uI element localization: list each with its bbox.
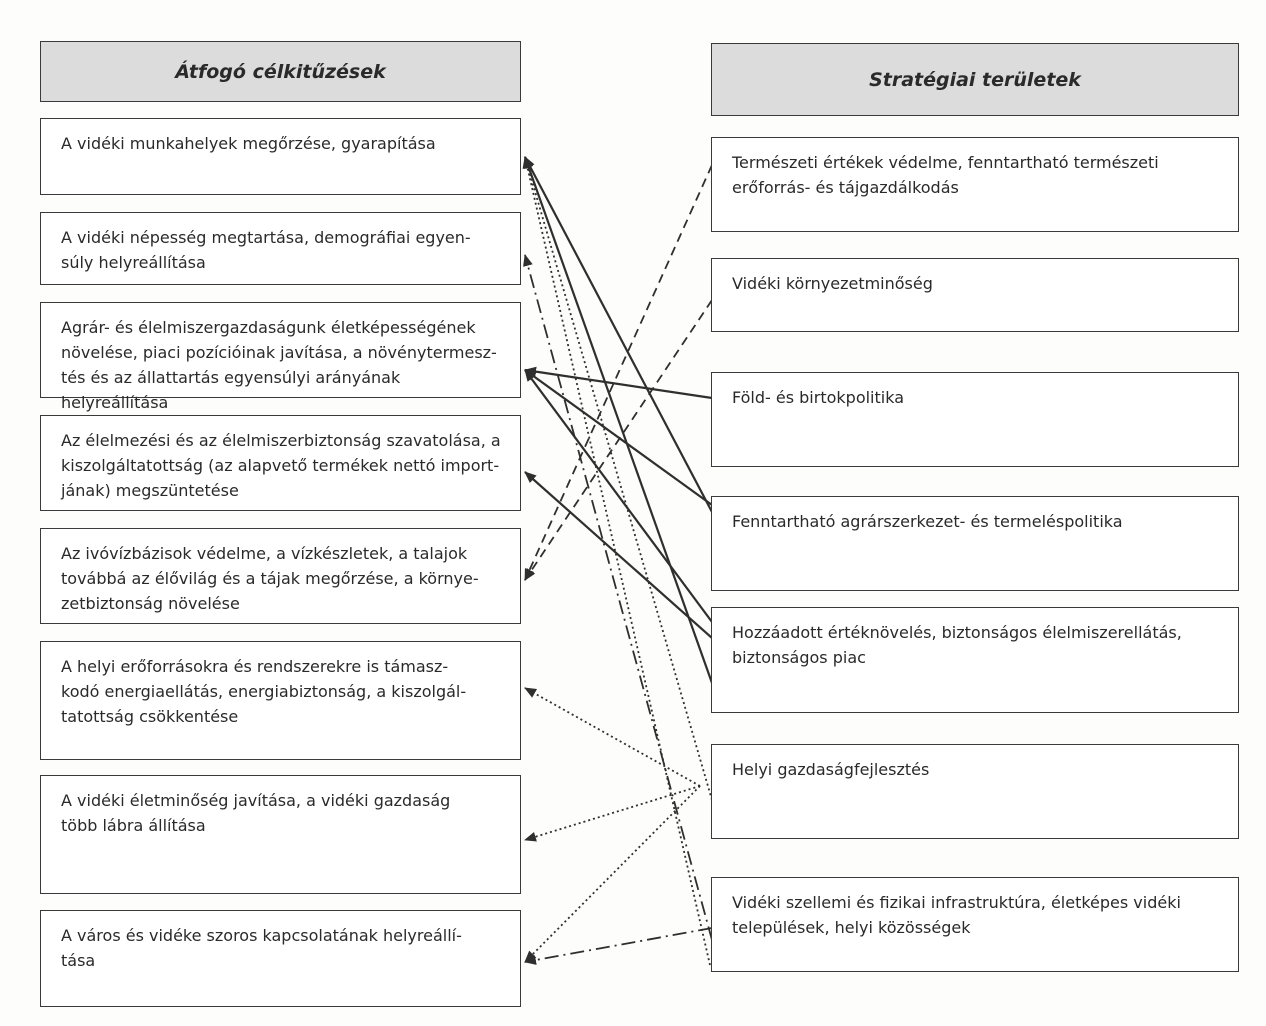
connection-arrow-3-to-0 xyxy=(524,156,713,513)
connection-arrow-4-to-2 xyxy=(524,369,713,623)
area-box-infrastruktura: Vidéki szellemi és fizikai infrastruktúr… xyxy=(711,877,1239,972)
header-strategiai-teruletek: Stratégiai területek xyxy=(711,43,1239,116)
connection-arrow-6-to-0 xyxy=(522,156,711,966)
connection-arrow-1-to-4 xyxy=(524,299,713,581)
connection-arrow-4-to-0 xyxy=(523,156,714,684)
connection-arrow-6-to-7 xyxy=(524,927,713,965)
connection-arrow-3-to-2 xyxy=(524,369,713,506)
goal-box-munkahelyek: A vidéki munkahelyek megőrzése, gyarapít… xyxy=(40,118,521,195)
connection-arrow-6-to-1 xyxy=(523,254,713,941)
area-box-kornyezetminoseg: Vidéki környezetminőség xyxy=(711,258,1239,332)
connection-arrow-4-to-3 xyxy=(524,471,713,639)
goal-box-eletminoseg: A vidéki életminőség javítása, a vidéki … xyxy=(40,775,521,894)
goal-box-elelmiszerbiztonsag: Az élelmezési és az élelmiszerbiztonság … xyxy=(40,415,521,511)
goal-box-varos-videk: A város és vidéke szoros kapcsolatának h… xyxy=(40,910,521,1007)
area-box-hozzaadott-ertek: Hozzáadott értéknövelés, biztonságos éle… xyxy=(711,607,1239,713)
connection-arrow-2-to-2 xyxy=(524,366,713,400)
connection-arrow-0-to-4 xyxy=(524,164,713,581)
connection-arrow-5-to-5 xyxy=(524,687,701,787)
connection-arrow-5-to-0 xyxy=(523,156,713,801)
area-box-agrarszerkezet: Fenntartható agrárszerkezet- és termelés… xyxy=(711,496,1239,591)
area-box-helyi-gazdasagfejlesztes: Helyi gazdaságfejlesztés xyxy=(711,744,1239,839)
goal-box-ivovizbazisok: Az ivóvízbázisok védelme, a vízkészletek… xyxy=(40,528,521,624)
area-box-fold-birtokpolitika: Föld- és birtokpolitika xyxy=(711,372,1239,467)
goal-box-agrar-elelmiszergazdasag: Agrár- és élelmiszergazdaságunk életképe… xyxy=(40,302,521,412)
area-box-termeszeti-ertekek: Természeti értékek védelme, fenntartható… xyxy=(711,137,1239,232)
goal-box-nepesseg: A vidéki népesség megtartása, demográfia… xyxy=(40,212,521,285)
header-atfogo-celkituzesek: Átfogó célkitűzések xyxy=(40,41,521,102)
goal-box-energiaellatas: A helyi erőforrásokra és rendszerekre is… xyxy=(40,641,521,760)
connection-arrow-5-to-6 xyxy=(524,785,701,842)
connection-arrow-5-to-7 xyxy=(524,785,701,963)
